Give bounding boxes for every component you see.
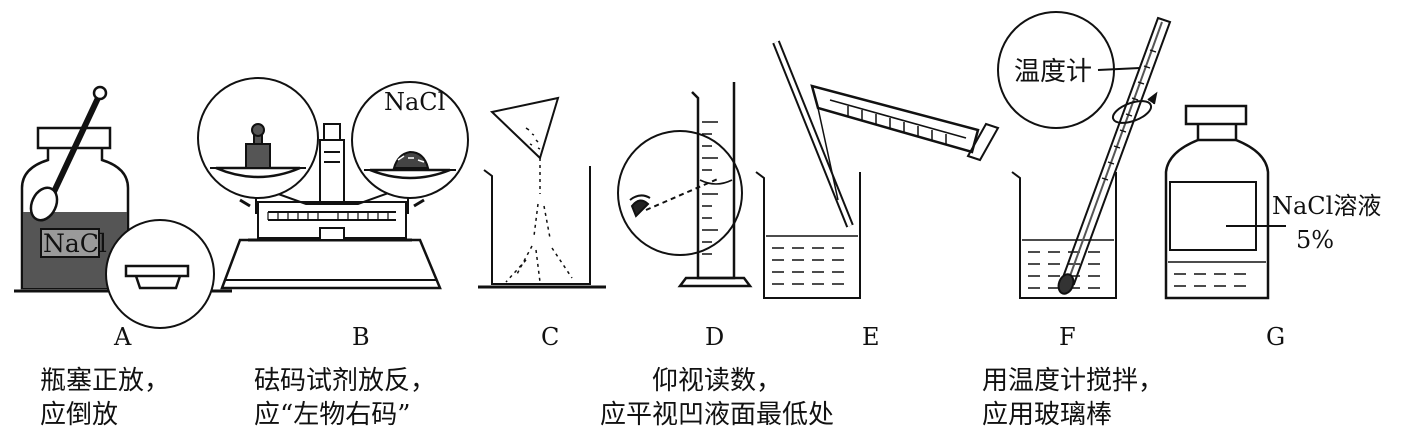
eye-zoom-icon — [617, 130, 743, 256]
bottle-concentration-label: 5% — [1296, 226, 1334, 254]
panel-label-b: B — [352, 323, 370, 351]
graduated-cylinder-icon — [677, 82, 753, 288]
caption-d-line1: 仰视读数， — [651, 366, 782, 396]
spoon-icon — [29, 85, 108, 222]
caption-f-line2: 应用玻璃棒 — [982, 400, 1113, 430]
caption-f: 用温度计搅拌， 应用玻璃棒 — [982, 364, 1164, 432]
panel-label-g: G — [1266, 323, 1286, 351]
thermometer-callout — [997, 11, 1141, 129]
pouring-cylinder-icon — [810, 84, 1000, 201]
caption-b-line2: 应“左物右码” — [254, 400, 411, 430]
panel-label-e: E — [862, 323, 880, 351]
paper-funnel-icon — [489, 96, 560, 160]
caption-a-line1: 瓶塞正放， — [40, 366, 171, 396]
caption-d-line2: 应平视凹液面最低处 — [599, 400, 834, 430]
panel-label-c: C — [541, 323, 560, 351]
panel-label-f: F — [1059, 323, 1076, 351]
beaker-f-icon — [1011, 171, 1117, 299]
stir-arrow-icon — [1111, 91, 1158, 124]
caption-a: 瓶塞正放， 应倒放 — [40, 364, 170, 432]
reagent-bottle-icon — [1164, 104, 1286, 300]
panel-label-a: A — [114, 323, 132, 351]
glass-rod-icon — [772, 40, 854, 228]
beaker-e-icon — [755, 171, 861, 299]
pan-label: NaCl — [384, 88, 445, 116]
weight-zoom-icon — [197, 77, 319, 199]
caption-b-line1: 砝码试剂放反， — [254, 366, 437, 396]
jar-label: NaCl — [43, 229, 107, 258]
caption-d: 仰视读数， 应平视凹液面最低处 — [584, 364, 850, 432]
balance-icon — [220, 123, 442, 290]
caption-f-line1: 用温度计搅拌， — [982, 366, 1165, 396]
thermometer-icon — [1057, 16, 1172, 295]
caption-b: 砝码试剂放反， 应“左物右码” — [254, 364, 436, 432]
caption-a-line2: 应倒放 — [40, 400, 119, 430]
thermometer-label: 温度计 — [1014, 57, 1092, 87]
beaker-c-icon — [478, 158, 606, 289]
nacl-zoom-icon — [351, 81, 469, 199]
panel-label-d: D — [705, 323, 725, 351]
stopper-zoom-icon — [105, 219, 215, 329]
bottle-solution-label: NaCl溶液 — [1272, 192, 1381, 220]
